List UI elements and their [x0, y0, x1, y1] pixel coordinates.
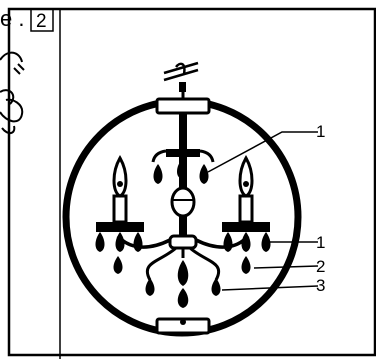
hand-holding-icon [0, 51, 25, 134]
chandelier-illustration [62, 61, 302, 337]
step-number-box: 2 [30, 8, 54, 32]
leader-3 [221, 285, 319, 291]
step-number: 2 [36, 11, 47, 32]
diagram-frame [7, 7, 376, 357]
candle-bulb-icon [112, 154, 128, 198]
center-body [168, 234, 198, 250]
leader-1-top [207, 131, 318, 173]
upper-crystal-ring [166, 149, 200, 157]
callout-label-1-top: 1 [316, 122, 325, 141]
hanging-hook [163, 61, 199, 82]
arm-right [195, 234, 250, 249]
candle-bulb-icon-right [238, 154, 254, 198]
arm-left [116, 234, 171, 249]
callout-label-2: 2 [316, 257, 325, 276]
leader-2 [253, 265, 319, 269]
center-bulb [170, 186, 196, 218]
callout-label-3: 3 [316, 276, 325, 295]
callout-label-1-mid: 1 [316, 233, 325, 252]
callout-leaders [207, 131, 319, 291]
candle-cup-drops [95, 232, 271, 308]
top-band [155, 97, 211, 115]
crystal-drop-icon [153, 162, 209, 184]
